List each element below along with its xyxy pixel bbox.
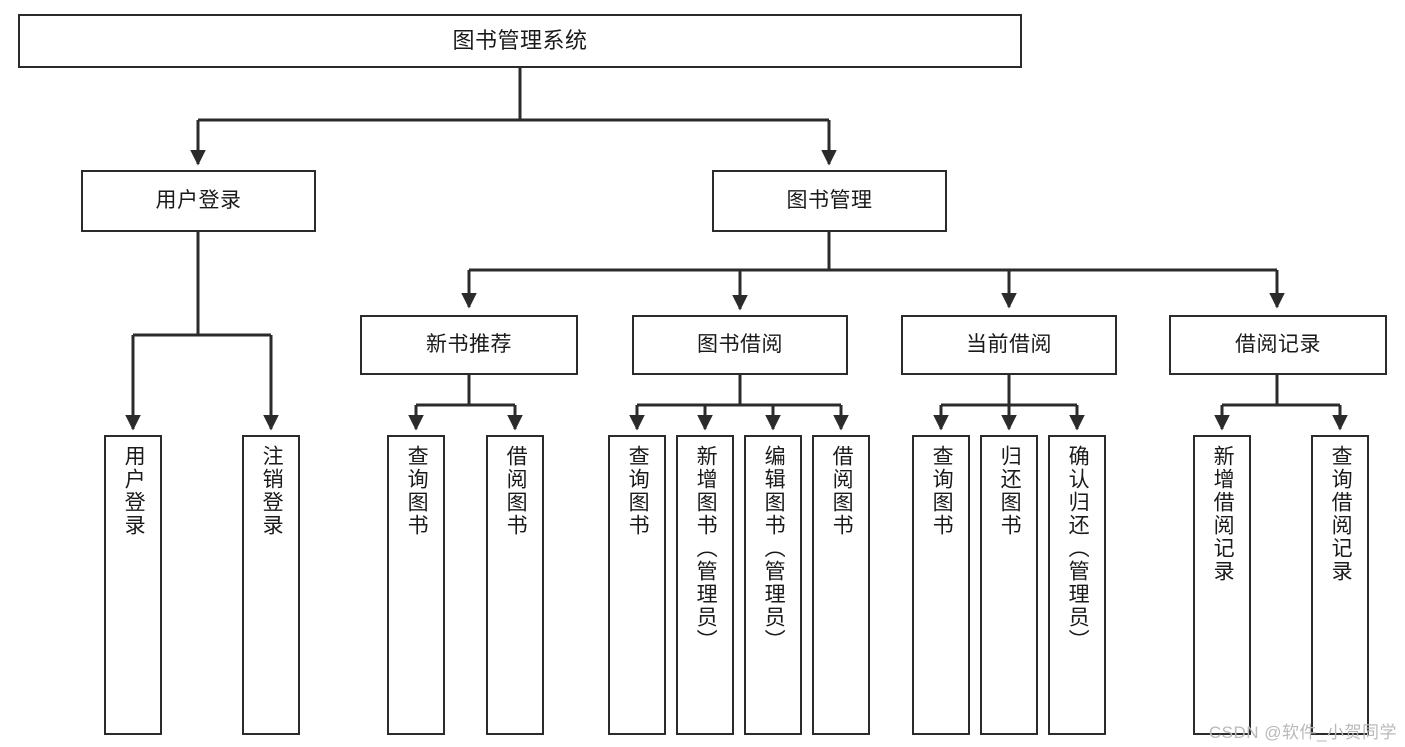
node-label: 借阅图书 [830, 445, 854, 537]
node-label: 确认归还（管理员） [1066, 445, 1090, 652]
node-label: 图书管理 [786, 189, 873, 213]
node-label: 新增借阅记录 [1211, 445, 1235, 583]
node-label: 用户登录 [122, 445, 146, 537]
leaf-records-add-record[interactable]: 新增借阅记录 [1193, 435, 1251, 735]
node-label: 注销登录 [260, 445, 284, 537]
node-book-borrow[interactable]: 图书借阅 [632, 315, 848, 375]
leaf-user-login-signin[interactable]: 用户登录 [104, 435, 162, 735]
node-label: 图书借阅 [697, 333, 783, 357]
node-label: 借阅记录 [1235, 333, 1321, 357]
leaf-borrow-add-book[interactable]: 新增图书（管理员） [676, 435, 734, 735]
node-label: 图书管理系统 [452, 27, 588, 53]
leaf-borrow-edit-book[interactable]: 编辑图书（管理员） [744, 435, 802, 735]
node-label: 编辑图书（管理员） [762, 445, 786, 652]
leaf-current-query-book[interactable]: 查询图书 [912, 435, 970, 735]
node-label: 新增图书（管理员） [694, 445, 718, 652]
node-label: 查询图书 [930, 445, 954, 537]
leaf-new-book-borrow[interactable]: 借阅图书 [486, 435, 544, 735]
leaf-current-return-book[interactable]: 归还图书 [980, 435, 1038, 735]
node-current-borrow[interactable]: 当前借阅 [901, 315, 1117, 375]
node-label: 用户登录 [155, 189, 242, 213]
node-label: 查询图书 [626, 445, 650, 537]
node-new-book-recommend[interactable]: 新书推荐 [360, 315, 578, 375]
node-label: 查询借阅记录 [1329, 445, 1353, 583]
node-label: 当前借阅 [966, 333, 1052, 357]
node-label: 借阅图书 [504, 445, 528, 537]
leaf-current-confirm-return[interactable]: 确认归还（管理员） [1048, 435, 1106, 735]
leaf-borrow-borrow-book[interactable]: 借阅图书 [812, 435, 870, 735]
leaf-user-login-signout[interactable]: 注销登录 [242, 435, 300, 735]
leaf-records-query-record[interactable]: 查询借阅记录 [1311, 435, 1369, 735]
node-borrow-records[interactable]: 借阅记录 [1169, 315, 1387, 375]
node-root-system[interactable]: 图书管理系统 [18, 14, 1022, 68]
node-user-login[interactable]: 用户登录 [81, 170, 316, 232]
csdn-watermark: CSDN @软件_小贺同学 [1208, 723, 1397, 742]
node-label: 新书推荐 [426, 333, 512, 357]
leaf-borrow-query-book[interactable]: 查询图书 [608, 435, 666, 735]
leaf-new-book-query[interactable]: 查询图书 [387, 435, 445, 735]
node-book-management[interactable]: 图书管理 [712, 170, 947, 232]
node-label: 查询图书 [405, 445, 429, 537]
node-label: 归还图书 [998, 445, 1022, 537]
